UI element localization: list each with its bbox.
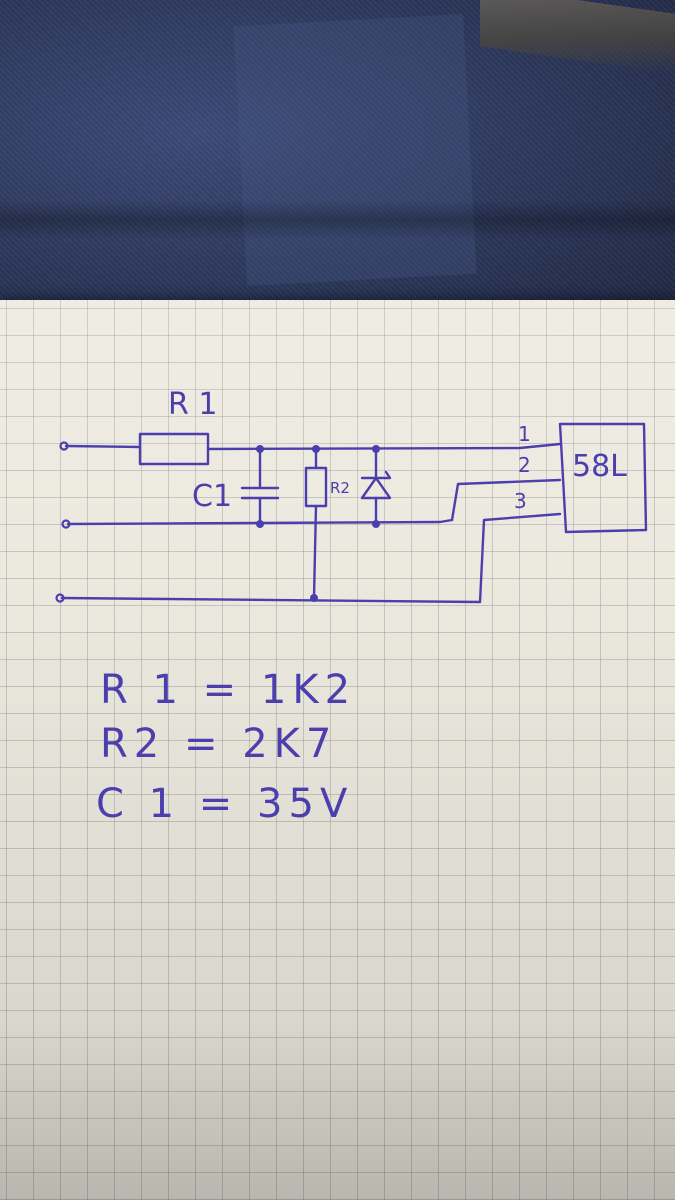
label-pin2: 2 bbox=[518, 453, 531, 477]
node-diode-bottom bbox=[372, 520, 380, 528]
value-r1: R 1 = 1K2 bbox=[100, 667, 356, 713]
terminal-middle bbox=[61, 519, 71, 529]
node-c1-bottom bbox=[256, 520, 264, 528]
wire-input-to-r1 bbox=[64, 444, 142, 449]
label-r1: R 1 bbox=[168, 387, 217, 422]
ic-block bbox=[558, 422, 648, 534]
r2-lead-bottom bbox=[312, 504, 318, 600]
node-c1-top bbox=[256, 445, 264, 453]
node-r2-top bbox=[312, 445, 320, 453]
terminal-bottom bbox=[55, 593, 65, 603]
node-diode-top bbox=[372, 445, 380, 453]
diode-triangle bbox=[360, 476, 392, 500]
ic-outline bbox=[558, 422, 648, 534]
diode-bar bbox=[360, 470, 392, 480]
bottom-rail bbox=[60, 512, 562, 604]
label-ic: 58L bbox=[572, 449, 627, 484]
value-c1: C 1 = 35V bbox=[96, 781, 353, 827]
label-pin1: 1 bbox=[518, 422, 531, 446]
wire-pin2-return bbox=[450, 478, 562, 522]
fabric-seam bbox=[0, 200, 675, 240]
label-pin3: 3 bbox=[514, 489, 527, 513]
top-rail bbox=[64, 432, 562, 466]
terminals bbox=[55, 441, 71, 603]
zener-diode bbox=[360, 447, 392, 526]
node-r2-bottom bbox=[310, 594, 318, 602]
wire-middle-ground bbox=[66, 518, 454, 526]
junction-nodes bbox=[256, 445, 380, 602]
capacitor-c1 bbox=[240, 447, 280, 526]
label-c1: C1 bbox=[192, 479, 232, 514]
label-r2: R2 bbox=[330, 479, 350, 497]
terminal-top bbox=[59, 441, 69, 451]
middle-rail bbox=[66, 478, 562, 526]
wire-r1-to-ic-pin1 bbox=[206, 442, 562, 451]
wire-bottom bbox=[60, 512, 562, 604]
value-r2: R2 = 2K7 bbox=[100, 721, 337, 767]
resistor-r1 bbox=[138, 432, 210, 466]
r2-body bbox=[304, 466, 328, 508]
